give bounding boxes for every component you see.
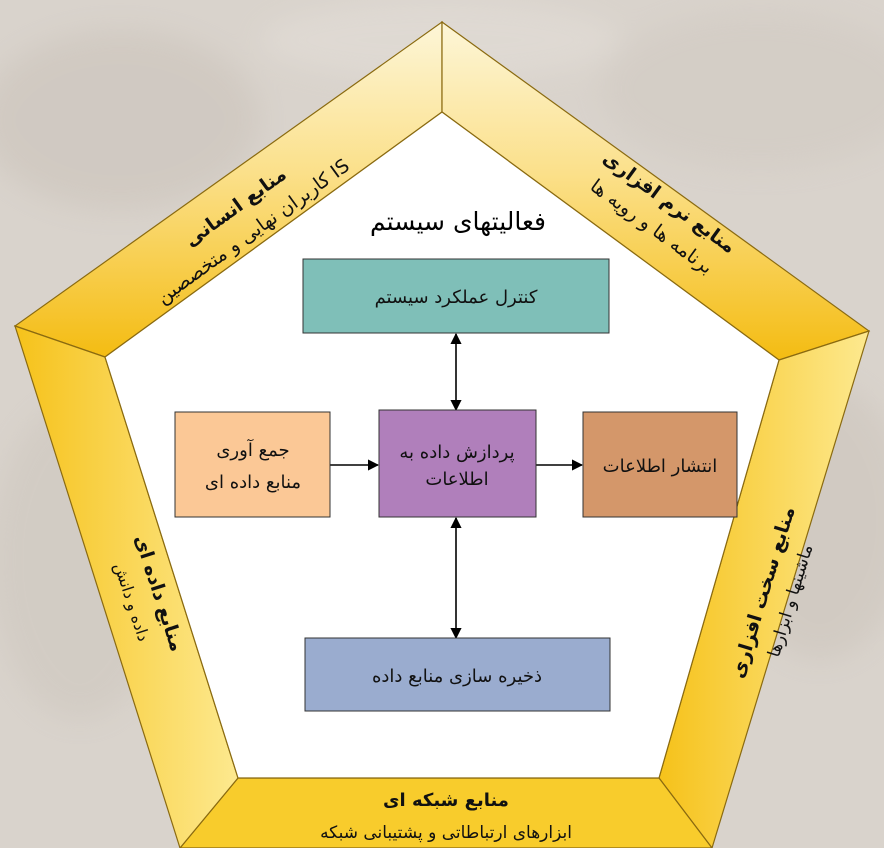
box-output-label: انتشار اطلاعات xyxy=(603,456,718,477)
box-output: انتشار اطلاعات xyxy=(582,411,738,518)
box-processing: پردازش داده به اطلاعات xyxy=(378,409,537,518)
process-boxes: کنترل عملکرد سیستم پردازش داده به اطلاعا… xyxy=(174,258,738,712)
box-processing-shape xyxy=(378,409,537,518)
box-control: کنترل عملکرد سیستم xyxy=(302,258,610,334)
box-input-shape xyxy=(174,411,331,518)
box-input-line2: منابع داده ای xyxy=(205,472,301,493)
box-storage: ذخیره سازی منابع داده xyxy=(304,637,611,712)
box-storage-label: ذخیره سازی منابع داده xyxy=(372,666,542,687)
box-processing-line2: اطلاعات xyxy=(425,469,488,490)
box-control-label: کنترل عملکرد سیستم xyxy=(375,287,538,308)
center-title: فعالیتهای سیستم xyxy=(370,207,546,237)
side-network-title: منابع شبکه ای xyxy=(383,790,509,811)
box-input-line1: جمع آوری xyxy=(216,438,289,461)
side-network-subtitle: ابزارهای ارتباطاتی و پشتیبانی شبکه xyxy=(320,823,572,843)
box-input: جمع آوری منابع داده ای xyxy=(174,411,331,518)
box-output-shape xyxy=(582,411,738,518)
box-storage-shape xyxy=(304,637,611,712)
box-processing-line1: پردازش داده به xyxy=(399,442,514,463)
arrows xyxy=(330,332,584,640)
box-control-shape xyxy=(302,258,610,334)
